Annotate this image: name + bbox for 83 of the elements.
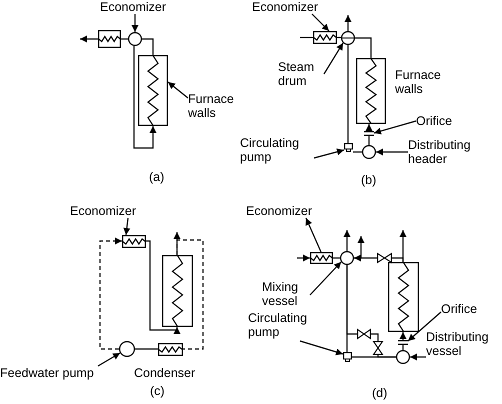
pipe-line <box>347 45 349 143</box>
pipe-line <box>346 265 357 335</box>
furnace-wall-symbol <box>388 262 419 332</box>
pipe-line <box>355 37 372 58</box>
component-label: Furnace walls <box>395 68 439 96</box>
pipe-line <box>333 257 340 259</box>
heat-exchanger-symbol <box>98 30 121 48</box>
pipe-line <box>297 254 310 262</box>
valve-symbol <box>357 329 371 339</box>
component-label: Steam drum <box>278 60 324 88</box>
component-label: Economizer <box>246 204 314 218</box>
pipe-line <box>371 333 379 341</box>
pipe-line <box>99 238 122 350</box>
pipe-line <box>142 38 154 55</box>
pipe-line <box>337 36 342 38</box>
leader-line <box>305 218 322 252</box>
pipe-line <box>121 38 128 40</box>
component-label: Feedwater pump <box>0 366 110 380</box>
pipe-line <box>300 36 313 38</box>
vessel-symbol <box>128 32 142 46</box>
orifice-symbol <box>398 340 408 345</box>
vessel-symbol <box>362 145 376 159</box>
pipe-line <box>80 36 98 42</box>
leader-line <box>410 354 426 360</box>
valve-symbol <box>377 253 392 263</box>
component-label: Distributing header <box>408 138 498 166</box>
orifice-symbol <box>364 131 374 136</box>
pipe-line <box>352 356 396 358</box>
leader-line <box>408 312 442 342</box>
vessel-symbol <box>340 251 354 265</box>
panel-label: (b) <box>361 173 378 187</box>
furnace-wall-symbol <box>138 55 168 126</box>
heat-exchanger-symbol <box>310 252 333 264</box>
leader-line <box>374 120 416 134</box>
valve-symbol <box>373 341 383 355</box>
pipe-line <box>402 345 404 350</box>
pipe-line <box>353 151 362 153</box>
pipe-line <box>354 236 364 259</box>
component-label: Economizer <box>100 0 170 14</box>
component-label: Condenser <box>134 366 196 380</box>
leader-line <box>323 42 344 74</box>
leader-line <box>132 14 138 32</box>
vessel-symbol <box>396 350 410 364</box>
furnace-wall-symbol <box>356 58 386 124</box>
component-label: Distributing vessel <box>426 330 502 358</box>
pump-symbol <box>344 143 353 152</box>
pipe-line <box>354 254 377 262</box>
pipe-line <box>135 348 158 350</box>
leader-line <box>376 148 408 156</box>
pipe-line <box>344 15 352 31</box>
component-label: Mixing vessel <box>262 280 310 308</box>
pump-symbol <box>343 352 352 362</box>
steam-drum-symbol <box>341 31 355 45</box>
panel-label: (d) <box>372 386 388 400</box>
component-label: Orifice <box>441 302 481 316</box>
vessel-symbol <box>119 341 135 357</box>
leader-line <box>123 218 130 236</box>
leader-line <box>310 261 342 296</box>
component-label: Furnace walls <box>188 92 244 120</box>
component-label: Orifice <box>416 114 456 128</box>
heat-exchanger-symbol <box>158 343 183 356</box>
pipe-line <box>133 46 156 149</box>
pipe-line <box>146 240 180 334</box>
leader-line <box>300 340 344 356</box>
component-label: Economizer <box>70 204 138 218</box>
component-label: Economizer <box>252 0 320 14</box>
leader-line <box>312 14 330 32</box>
leader-line <box>314 148 344 159</box>
heat-exchanger-symbol <box>122 235 146 248</box>
pipe-line <box>368 136 370 145</box>
leader-line <box>98 352 120 367</box>
leader-line <box>168 82 188 98</box>
panel-label: (c) <box>150 384 166 398</box>
pipe-line <box>400 332 406 340</box>
pipe-line <box>176 239 204 350</box>
component-label: Circulating pump <box>248 311 320 339</box>
pipe-line <box>344 230 350 251</box>
pipe-line <box>400 230 406 262</box>
component-label: Circulating pump <box>240 136 314 164</box>
heat-exchanger-symbol <box>313 31 337 44</box>
panel-label: (a) <box>149 170 166 184</box>
furnace-wall-symbol <box>162 255 193 327</box>
pipe-line <box>366 124 372 131</box>
